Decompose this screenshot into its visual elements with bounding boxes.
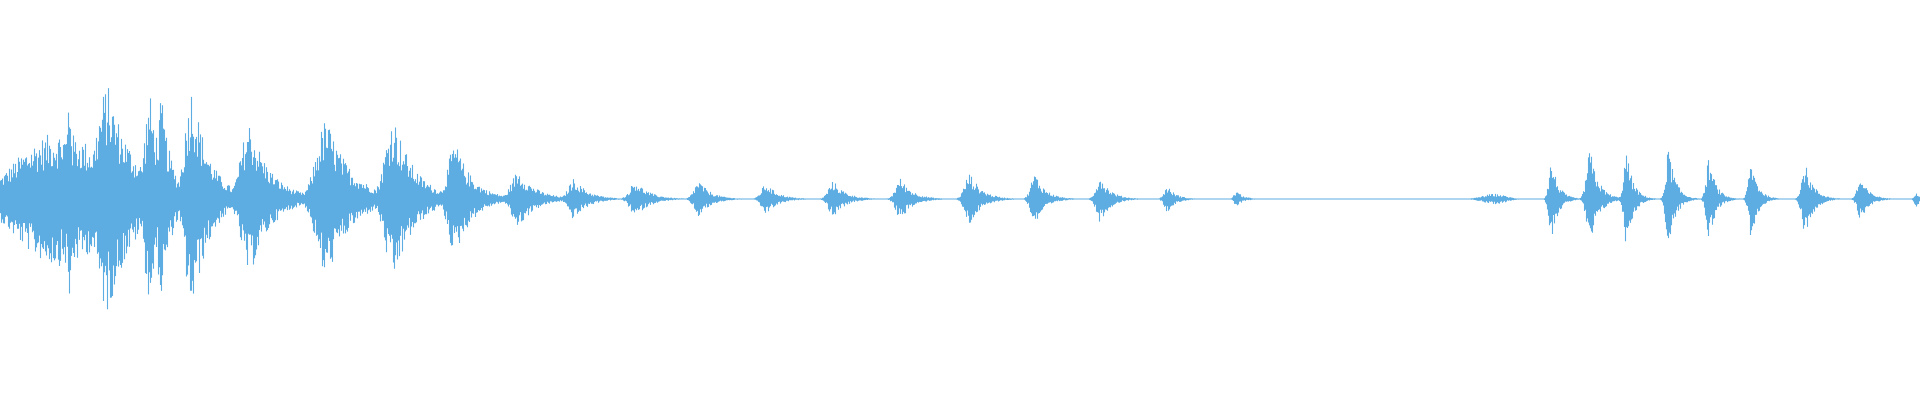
waveform-samples — [0, 88, 1920, 310]
waveform-trace — [0, 88, 1920, 310]
